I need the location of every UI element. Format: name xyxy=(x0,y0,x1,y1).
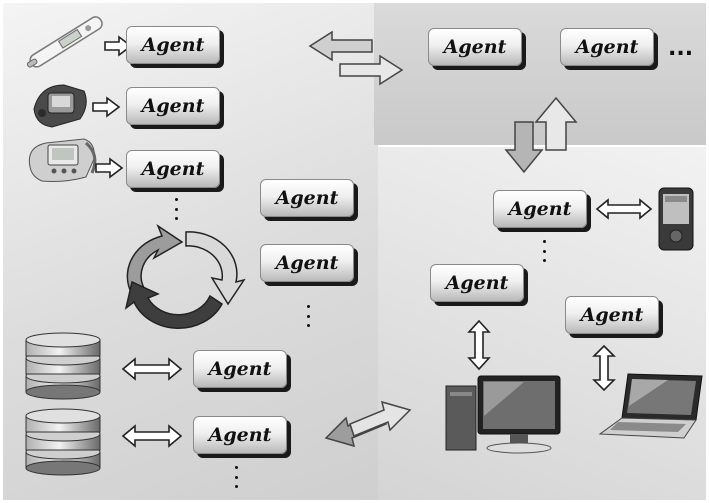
agent-middle-2: Agent xyxy=(260,244,354,282)
wrist-monitor-icon xyxy=(33,84,87,128)
exchange-arrow-bottom-icon xyxy=(324,400,412,448)
agent-desktop: Agent xyxy=(430,264,524,302)
database-icon xyxy=(25,332,101,400)
thermometer-icon xyxy=(26,16,103,68)
vertical-double-arrow-icon xyxy=(467,319,491,371)
desktop-computer-icon xyxy=(445,375,561,454)
database-icon xyxy=(25,408,101,476)
cycle-arrows-icon xyxy=(124,224,246,329)
double-arrow-icon xyxy=(595,198,653,220)
agent-network-1: Agent xyxy=(428,28,522,66)
agent-middle-1: Agent xyxy=(260,179,354,217)
agent-wrist-monitor: Agent xyxy=(126,87,220,125)
blood-pressure-monitor-icon xyxy=(28,138,97,182)
vertical-ellipsis xyxy=(306,305,310,327)
agent-laptop: Agent xyxy=(565,296,659,334)
horizontal-ellipsis: ... xyxy=(668,36,694,61)
vertical-double-arrow-icon xyxy=(592,344,616,392)
arrow-right-icon xyxy=(104,35,133,57)
exchange-arrow-top-icon xyxy=(308,30,404,86)
vertical-ellipsis xyxy=(234,466,238,488)
vertical-ellipsis xyxy=(174,198,178,220)
double-arrow-icon xyxy=(121,357,183,381)
pda-icon xyxy=(658,187,694,251)
exchange-arrow-vertical-icon xyxy=(504,96,578,174)
agent-thermometer: Agent xyxy=(126,26,220,64)
agent-network-2: Agent xyxy=(560,28,654,66)
agent-pda: Agent xyxy=(493,190,587,228)
vertical-ellipsis xyxy=(542,240,546,262)
double-arrow-icon xyxy=(121,424,183,448)
agent-bp-monitor: Agent xyxy=(126,150,220,188)
agent-database-2: Agent xyxy=(193,416,287,454)
laptop-icon xyxy=(598,373,703,439)
agent-database-1: Agent xyxy=(193,350,287,388)
arrow-right-icon xyxy=(92,96,121,118)
arrow-right-icon xyxy=(95,157,124,179)
